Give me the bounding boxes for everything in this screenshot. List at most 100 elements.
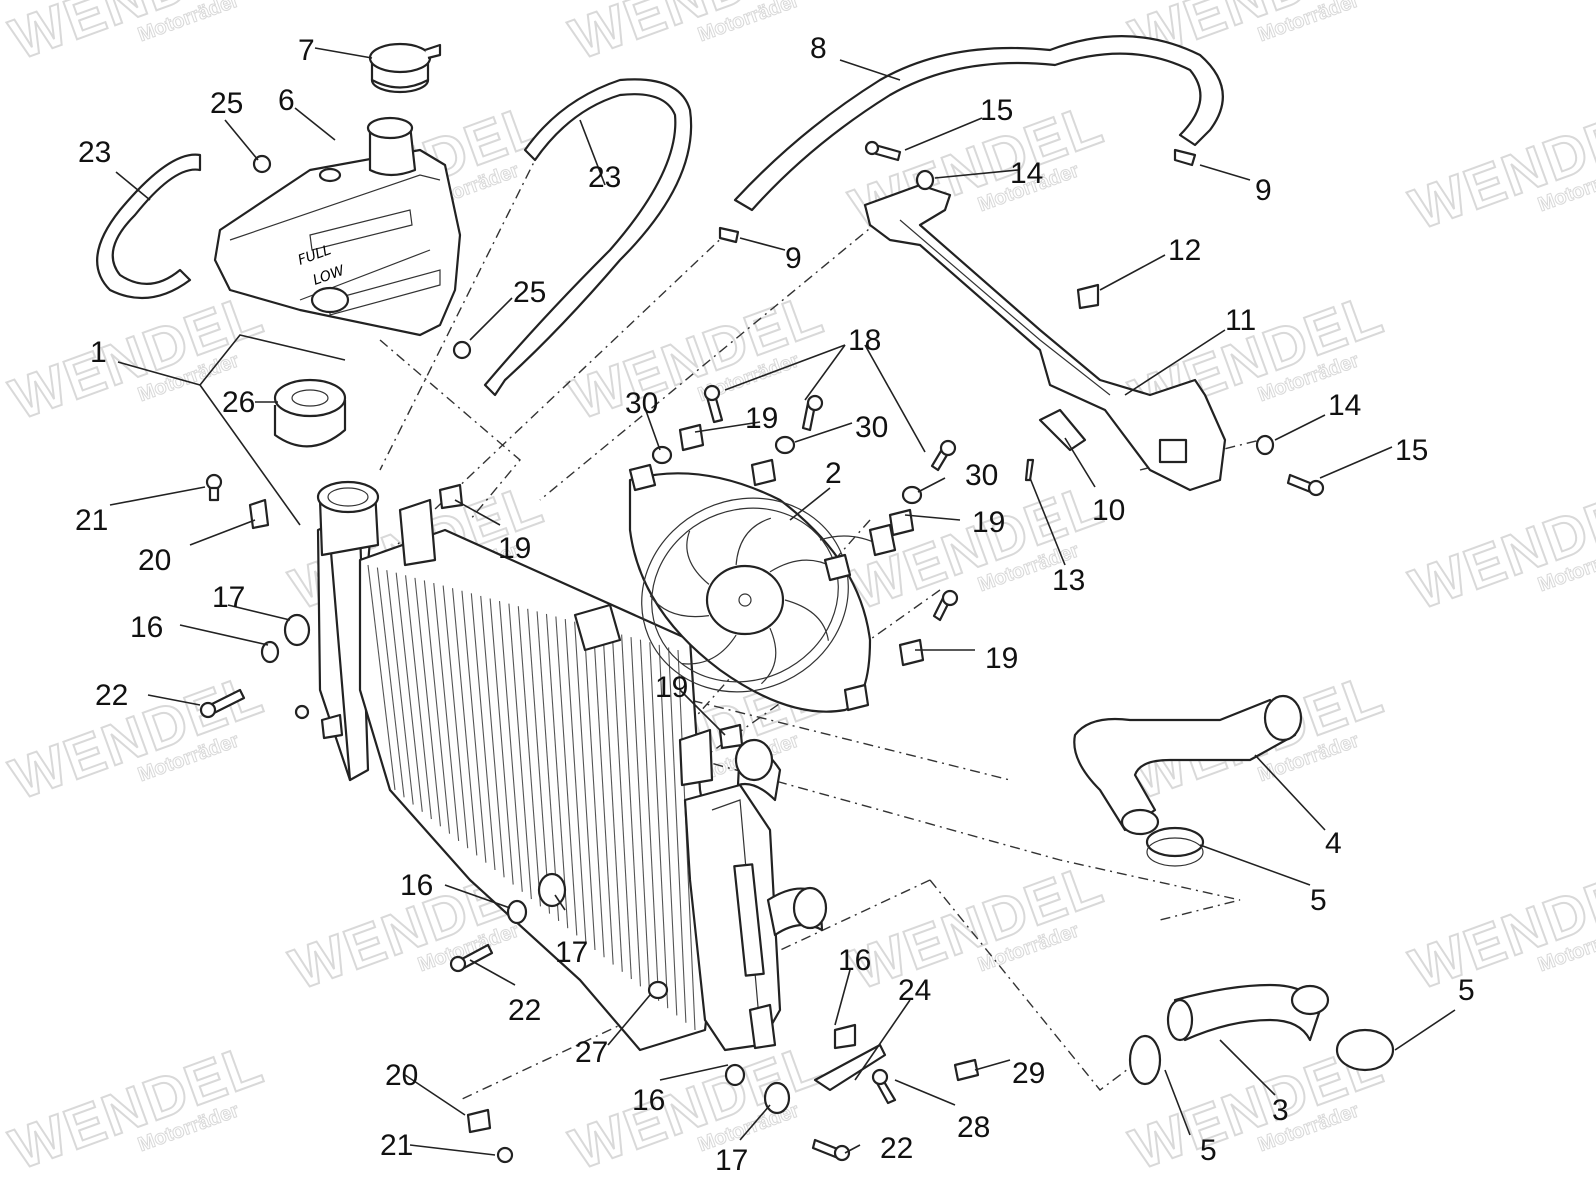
radiator-fin	[480, 595, 505, 878]
callout-29: 29	[1012, 1057, 1045, 1090]
callout-25a: 25	[210, 87, 243, 120]
callout-labels: 1 2 3 4 5 5 5 6 7 8 9 9 10 11 12 13 14 1…	[75, 32, 1475, 1177]
radiator-fin	[527, 608, 551, 914]
callout-1: 1	[90, 336, 107, 369]
radiator-cap	[273, 378, 347, 448]
callout-19c: 19	[972, 506, 1005, 539]
callout-16a: 16	[130, 611, 163, 644]
radiator-fin	[498, 601, 523, 892]
radiator-fin	[545, 613, 569, 929]
radiator-fin	[442, 585, 469, 849]
callout-20b: 20	[385, 1059, 418, 1092]
callout-14a: 14	[1010, 157, 1043, 190]
callout-16b: 16	[400, 869, 433, 902]
callout-7: 7	[298, 34, 315, 67]
tank-cap	[368, 42, 442, 94]
radiator-fin	[611, 631, 632, 980]
callout-5a: 5	[1310, 884, 1327, 917]
cooling-fan	[628, 463, 897, 713]
radiator-fins	[367, 564, 696, 1031]
radiator-fin	[433, 582, 460, 841]
radiator-fin	[508, 603, 532, 900]
radiator-fin	[630, 637, 651, 994]
fan-blade	[681, 634, 737, 665]
radiator-fin	[574, 621, 596, 951]
radiator-fin	[639, 639, 660, 1001]
radiator-fin	[668, 647, 687, 1023]
callout-17a: 17	[212, 581, 245, 614]
callout-19a: 19	[745, 402, 778, 435]
callout-18: 18	[848, 324, 881, 357]
radiator-fin	[583, 624, 605, 958]
hose-4	[1073, 694, 1303, 867]
hose-8	[733, 35, 1224, 212]
callout-14b: 14	[1328, 389, 1361, 422]
callout-16c: 16	[838, 944, 871, 977]
radiator-fin	[489, 598, 514, 885]
callout-9b: 9	[785, 242, 802, 275]
hoses-23	[96, 78, 693, 397]
callout-27: 27	[575, 1036, 608, 1069]
radiator-fin	[386, 570, 414, 805]
fan-blade	[649, 595, 710, 618]
radiator-fin	[414, 577, 442, 827]
callout-5b: 5	[1200, 1134, 1217, 1167]
fan-blades	[649, 517, 833, 685]
callout-30a: 30	[625, 387, 658, 420]
watermark-brand: WENDEL	[1402, 471, 1596, 622]
radiator-fin	[395, 572, 423, 812]
radiator-fin	[405, 575, 432, 820]
fan-blade	[735, 517, 772, 565]
callout-17c: 17	[715, 1144, 748, 1177]
callout-2: 2	[825, 457, 842, 490]
callout-17b: 17	[555, 936, 588, 969]
radiator-fin	[451, 588, 478, 856]
radiator-fin	[592, 626, 614, 965]
callout-19b: 19	[498, 532, 531, 565]
radiator-fin	[461, 590, 487, 863]
callout-15a: 15	[980, 94, 1013, 127]
fan-blade	[686, 530, 710, 585]
callout-23a: 23	[78, 136, 111, 169]
radiator-fin	[658, 644, 678, 1016]
radiator-fin	[376, 567, 405, 798]
callout-5c: 5	[1458, 974, 1475, 1007]
hose-3	[1128, 983, 1395, 1086]
callout-4: 4	[1325, 827, 1342, 860]
radiator-fin	[470, 593, 496, 871]
callout-30c: 30	[965, 459, 998, 492]
callout-15b: 15	[1395, 434, 1428, 467]
callout-19e: 19	[655, 671, 688, 704]
callout-19d: 19	[985, 642, 1018, 675]
callout-11: 11	[1225, 304, 1256, 337]
callout-25b: 25	[513, 276, 546, 309]
radiator-fin	[649, 642, 669, 1009]
radiator-fin	[564, 619, 587, 943]
bracket-11	[863, 183, 1227, 492]
leader-lines	[109, 47, 1456, 1156]
radiator-fin	[602, 629, 623, 972]
callout-10: 10	[1092, 494, 1125, 527]
callout-26: 26	[222, 386, 255, 419]
small-hardware	[199, 140, 1325, 1164]
callout-20a: 20	[138, 544, 171, 577]
radiator	[316, 480, 828, 1052]
radiator-fin	[423, 580, 451, 834]
watermark-brand: WENDEL	[1402, 851, 1596, 1002]
callout-23b: 23	[588, 161, 621, 194]
radiator-fin	[621, 634, 642, 987]
callout-6: 6	[278, 84, 295, 117]
watermark-brand: WENDEL	[1402, 91, 1596, 242]
fan-blade	[760, 627, 777, 685]
callout-30b: 30	[855, 411, 888, 444]
callout-16d: 16	[632, 1084, 665, 1117]
